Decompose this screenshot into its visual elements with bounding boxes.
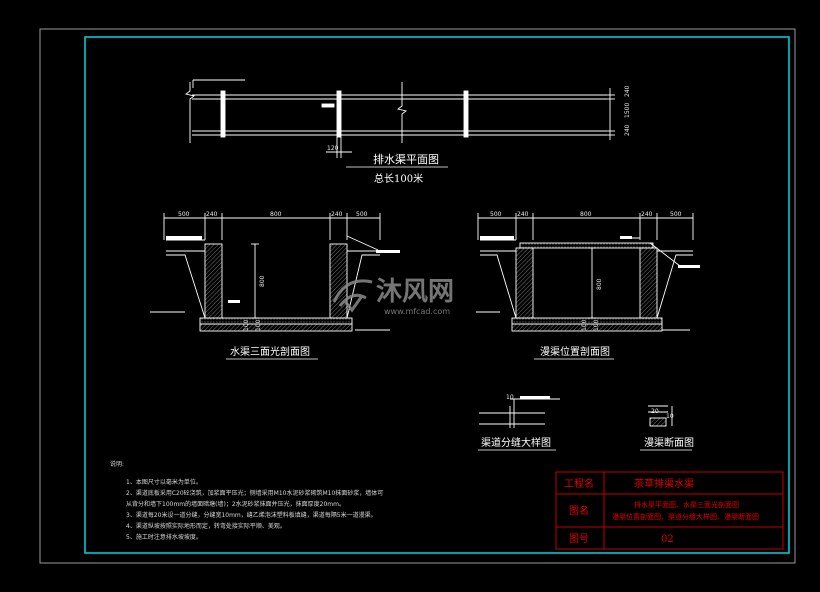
inner-frame (84, 36, 790, 554)
plan-dim-bottom: 120 (327, 145, 339, 152)
plan-dim-right-1: 240 (624, 85, 631, 97)
note-line-1: 1、本图尺寸以毫米为单位。 (126, 478, 202, 486)
title-block-number-label: 图号 (569, 533, 589, 545)
section-grate-dim-base-1: 100 (581, 319, 588, 331)
plan-view (184, 79, 615, 158)
section-three-drawing (150, 213, 390, 332)
section-three-label-box (166, 236, 202, 240)
outer-frame (39, 28, 796, 564)
plan-dim-right-3: 240 (624, 124, 631, 136)
watermark-logo-icon (332, 279, 373, 313)
section-three-dim-2: 240 (206, 211, 218, 218)
note-line-6: 5、施工时注意排水坡坡度。 (126, 533, 202, 541)
joint-detail-title: 渠道分缝大样图 (481, 436, 551, 449)
section-three-dim-5: 500 (356, 211, 368, 218)
note-line-5: 4、渠道纵坡按照实际地形而定，转弯处接实际平顺、美观。 (126, 522, 286, 530)
notes-heading: 说明: (110, 460, 124, 468)
title-block-drawing-line-1: 排水渠平面图、水渠三面光剖面图 (634, 500, 739, 509)
joint-detail-label-box (520, 396, 550, 399)
section-grate-label-box-right (678, 265, 700, 268)
title-block-number-value: 02 (661, 534, 674, 545)
section-three-dim-3: 800 (270, 211, 282, 218)
section-grate-dim-4: 240 (641, 211, 653, 218)
notes: 说明: 1、本图尺寸以毫米为单位。 2、渠道底板采用C20砼浇筑，加浆面平压光；… (110, 460, 383, 541)
plan-title: 排水渠平面图 (373, 152, 439, 166)
watermark: 沐风网 www.mfcad.com (332, 277, 454, 316)
plan-dim-right-2: 1500 (624, 103, 631, 118)
section-grate-title: 漫渠位置剖面图 (540, 345, 610, 358)
grate-section-drawing (648, 405, 673, 427)
watermark-brand: 沐风网 (376, 277, 454, 307)
joint-detail-drawing (479, 398, 560, 428)
section-grate-dim-3: 800 (580, 211, 592, 218)
section-three-title: 水渠三面光剖面图 (230, 345, 310, 358)
title-block-drawing-label: 图名 (569, 504, 589, 517)
section-grate-dim-height: 800 (596, 278, 603, 290)
section-three-dim-base-2: 100 (255, 319, 262, 331)
grate-section-title: 漫渠断面图 (644, 436, 694, 449)
section-three-dim-1: 500 (178, 211, 190, 218)
section-grate-dim-2: 240 (517, 211, 529, 218)
title-block-project-value: 茶草排渠水渠 (634, 477, 694, 490)
section-three-dim-height: 800 (259, 275, 266, 287)
note-line-4: 3、渠道每20米设一道分缝，分缝宽10mm，缝乙烯泡沫塑料板填缝，渠道每隔5米一… (126, 511, 377, 519)
plan-subtitle: 总长100米 (374, 172, 423, 185)
watermark-url: www.mfcad.com (384, 307, 450, 316)
section-grate-dim-5: 500 (670, 211, 682, 218)
section-three-dim-base-1: 100 (243, 319, 250, 331)
section-grate-mark (620, 236, 632, 239)
section-grate-label-box (480, 236, 514, 240)
grate-section-dim-2: 10 (666, 413, 674, 420)
note-line-2: 2、渠道底板采用C20砼浇筑，加浆面平压光；侧墙采用M10水泥砂浆砌筑M10抹面… (126, 489, 383, 497)
grate-section-dim-1: 20 (651, 408, 659, 415)
title-block-drawing-line-2: 漫渠位置剖面图、渠道分缝大样图、漫渠断面图 (612, 512, 759, 521)
section-three-dim-4: 240 (331, 211, 343, 218)
title-block-project-label: 工程名 (564, 477, 594, 490)
section-three-label-box-right (376, 250, 400, 253)
title-block (555, 471, 784, 550)
section-three-mark (228, 300, 240, 303)
section-grate-dim-base-2: 100 (593, 319, 600, 331)
section-grate-drawing (476, 213, 694, 332)
note-line-3: 从背分和墙下100mm的墙面暗塘(墙)；2水泥砂浆抹面并压光，抹面厚度20mm。 (126, 500, 345, 508)
joint-detail-dim: 10 (506, 394, 514, 401)
section-grate-dim-1: 500 (490, 211, 502, 218)
